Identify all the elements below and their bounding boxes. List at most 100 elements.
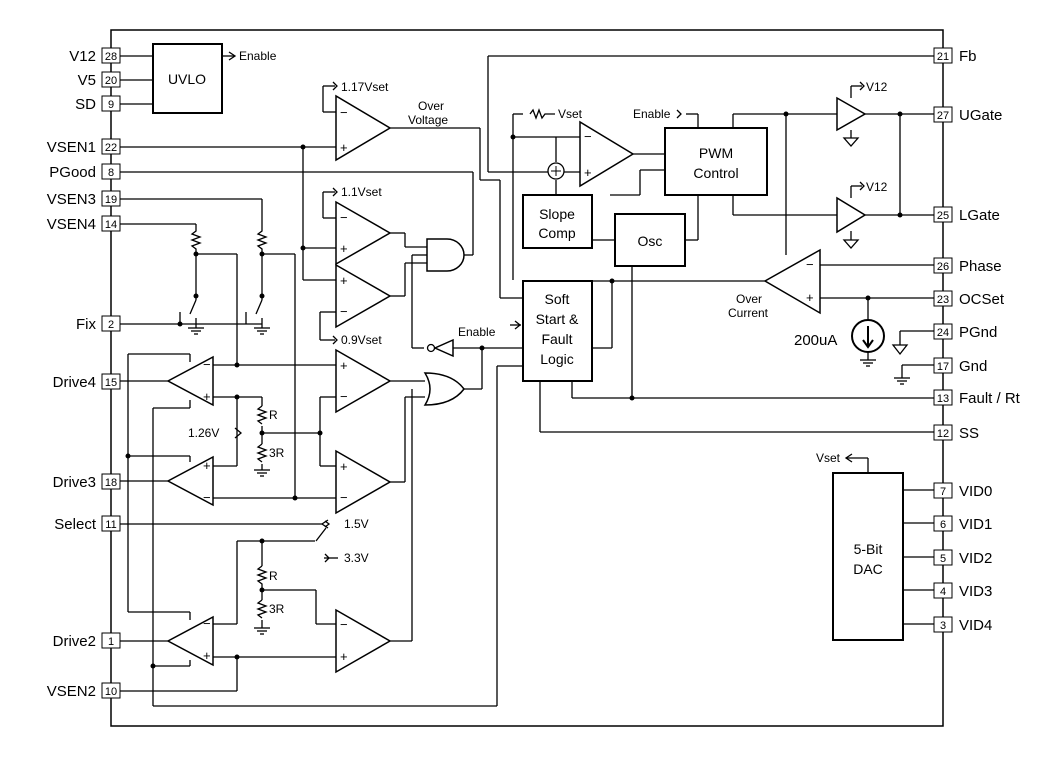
r-upper-label: R (269, 408, 278, 422)
pin-num-phase: 26 (937, 261, 949, 273)
summing-node (547, 162, 565, 180)
pin-label-vsen1: VSEN1 (47, 139, 96, 156)
pin-label-vid3: VID3 (959, 583, 992, 600)
osc-block (614, 213, 686, 267)
pin-label-pgnd: PGnd (959, 324, 997, 341)
pin-num-vid4: 3 (940, 620, 946, 632)
pin-label-sd: SD (75, 96, 96, 113)
over-voltage-label-1: Over (418, 99, 444, 113)
sel-33-label: 3.3V (344, 551, 369, 565)
pin-label-vsen3: VSEN3 (47, 191, 96, 208)
ref-126-label: 1.26V (188, 426, 219, 440)
current-source-icon (851, 319, 885, 353)
dac-block (832, 472, 904, 641)
r3-lower-label: 3R (269, 602, 285, 616)
svg-text:−: − (203, 357, 211, 372)
pin-num-vsen3: 19 (105, 194, 117, 206)
gate-drivers (836, 96, 867, 234)
slope-label-line1: Slope (539, 206, 575, 222)
sel-15-label: 1.5V (344, 517, 369, 531)
v12-upper-label: V12 (866, 80, 888, 94)
svg-text:+: + (340, 241, 348, 256)
svg-text:−: − (806, 257, 814, 272)
svg-text:−: − (203, 616, 211, 631)
pin-label-drive4: Drive4 (53, 374, 96, 391)
pin-label-gnd: Gnd (959, 358, 987, 375)
pin-num-vsen1: 22 (105, 142, 117, 154)
pin-label-ugate: UGate (959, 107, 1002, 124)
svg-text:+: + (806, 290, 814, 305)
comparators (335, 94, 821, 674)
svg-text:+: + (203, 389, 211, 404)
soft-label-line2: Start & (536, 311, 579, 327)
pin-num-vid0: 7 (940, 486, 946, 498)
v12-lower-label: V12 (866, 180, 888, 194)
pwm-label-line2: Control (693, 165, 738, 181)
pin-label-v12: V12 (69, 48, 96, 65)
enable-logic-label: Enable (458, 325, 496, 339)
pin-label-vid1: VID1 (959, 516, 992, 533)
soft-label-line1: Soft (545, 291, 570, 307)
vset-top-label: Vset (558, 107, 583, 121)
r3-upper-label: 3R (269, 446, 285, 460)
wires (120, 55, 934, 707)
soft-start-block (522, 280, 593, 382)
ground-symbols (188, 137, 910, 635)
amp-signs: −+ −+ +− +− +− −+ −+ −+ −+ +− −+ (203, 105, 814, 664)
svg-text:−: − (584, 129, 592, 144)
enable-uvlo-label: Enable (239, 49, 277, 63)
pin-num-fix: 2 (108, 319, 114, 331)
pin-label-vid0: VID0 (959, 483, 992, 500)
pin-label-drive3: Drive3 (53, 474, 96, 491)
svg-text:+: + (340, 459, 348, 474)
pin-label-vsen2: VSEN2 (47, 683, 96, 700)
slope-label-line2: Comp (538, 225, 576, 241)
r-lower-label: R (269, 569, 278, 583)
dac-label-line1: 5-Bit (854, 541, 883, 557)
pin-label-vsen4: VSEN4 (47, 216, 96, 233)
svg-text:+: + (203, 648, 211, 663)
svg-text:+: + (340, 649, 348, 664)
pin-num-v12: 28 (105, 51, 117, 63)
svg-text:−: − (340, 490, 348, 505)
svg-text:+: + (584, 165, 592, 180)
pin-num-vid2: 5 (940, 553, 946, 565)
resistors (190, 108, 555, 619)
pin-num-sd: 9 (108, 99, 114, 111)
svg-text:−: − (340, 210, 348, 225)
svg-text:−: − (340, 105, 348, 120)
osc-label: Osc (638, 233, 663, 249)
pin-label-ss: SS (959, 425, 979, 442)
pin-num-ugate: 27 (937, 110, 949, 122)
pin-label-v5: V5 (78, 72, 96, 89)
uvlo-label: UVLO (168, 71, 206, 87)
pin-num-drive4: 15 (105, 377, 117, 389)
svg-text:−: − (203, 490, 211, 505)
pin-label-fb: Fb (959, 48, 977, 65)
over-current-label-2: Current (728, 306, 769, 320)
uvlo-block (152, 43, 223, 114)
pin-num-v5: 20 (105, 75, 117, 87)
pin-label-select: Select (54, 516, 97, 533)
svg-text:−: − (340, 304, 348, 319)
soft-label-line3: Fault (541, 331, 572, 347)
pin-num-select: 11 (105, 519, 116, 531)
pin-num-drive3: 18 (105, 477, 117, 489)
pin-num-vsen2: 10 (105, 686, 117, 698)
pin-label-vid4: VID4 (959, 617, 992, 634)
ref-117-label: 1.17Vset (341, 80, 389, 94)
pin-num-ocset: 23 (937, 294, 949, 306)
pin-num-pgnd: 24 (937, 327, 949, 339)
pin-num-vsen4: 14 (105, 219, 117, 231)
and-gate (426, 238, 465, 272)
pin-num-vid1: 6 (940, 519, 946, 531)
pin-num-lgate: 25 (937, 210, 949, 222)
current-source-label: 200uA (794, 332, 837, 349)
drive-amplifiers (166, 355, 214, 667)
ref-11-label: 1.1Vset (341, 185, 382, 199)
pin-num-drive2: 1 (108, 636, 114, 648)
svg-text:−: − (340, 389, 348, 404)
over-current-label-1: Over (736, 292, 762, 306)
enable-pwm-label: Enable (633, 107, 671, 121)
